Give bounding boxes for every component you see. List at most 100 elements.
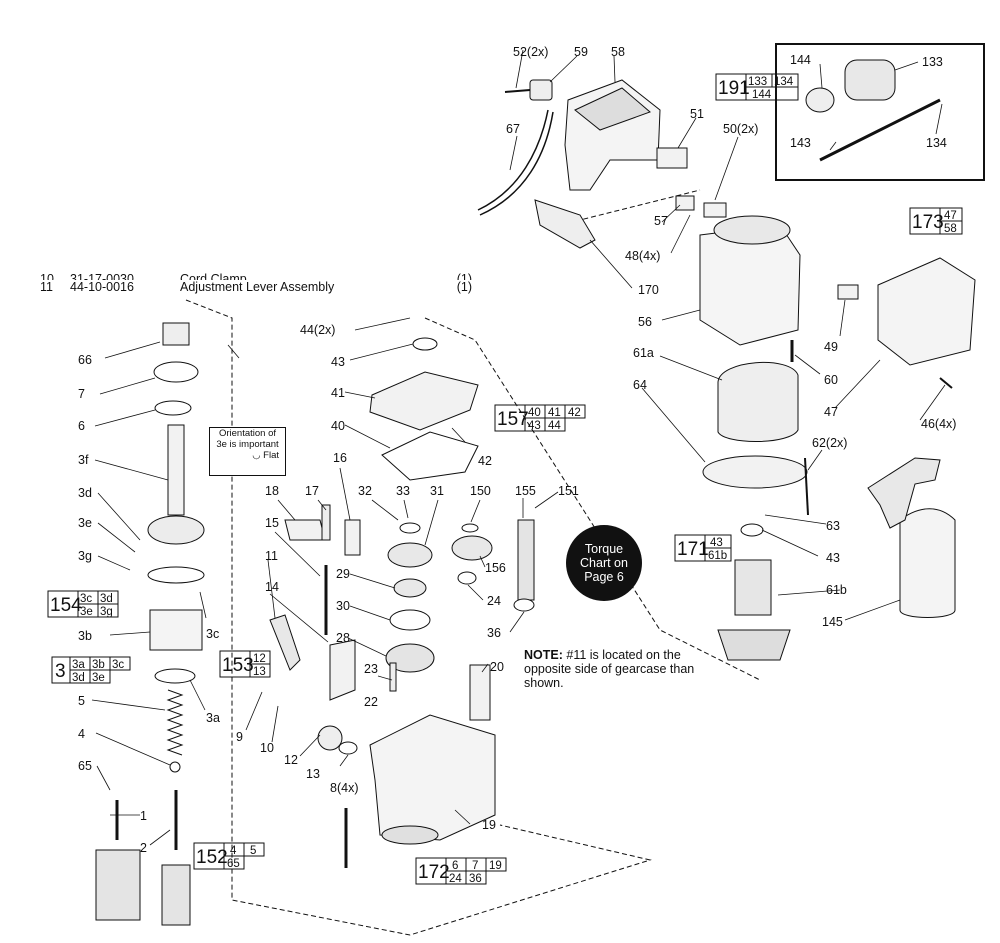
spring-part [389,662,397,692]
spindle-part [167,424,185,516]
screw-part [939,377,953,389]
callout-label: 6 [78,419,85,433]
callout-label: 66 [78,353,92,367]
kit-cell: 133 [748,76,767,88]
callout-label: 48(4x) [625,249,660,263]
callout-label: 4 [78,727,85,741]
callout-label: 22 [364,695,378,709]
brush-holder-part [703,202,727,218]
callout-label: 36 [487,626,501,640]
kit-number: 191 [718,78,750,99]
gear-case-part [369,714,496,841]
callout-label: 50(2x) [723,122,758,136]
kit-cell: 58 [944,223,957,235]
callout-label: 67 [506,122,520,136]
legend-quantity: (1) [456,272,472,280]
callout-label: 24 [487,594,501,608]
shaft-part [517,519,535,601]
kit-cell: 3b [92,659,105,671]
callout-label: 151 [558,484,579,498]
callout-label: 51 [690,107,704,121]
kit-number: 3 [55,661,66,682]
inset-frame [775,43,985,181]
assembly-note: NOTE: #11 is located on the opposite sid… [524,648,724,690]
legend-row-clipped: 10 31-17-0030 Cord Clamp (1) [40,272,480,280]
kit-cell: 3e [80,606,93,618]
callout-label: 11 [265,549,278,563]
assembly-dash-line [424,317,761,681]
kit-cell: 134 [774,76,794,88]
kit-cell: 43 [528,420,541,432]
bottle-part [899,508,956,618]
kit-number: 172 [418,862,450,883]
callout-label: 44(2x) [300,323,335,337]
spring-part [321,504,331,541]
ring-part [147,566,205,584]
callout-label: 13 [306,767,320,781]
spindle-collar [147,515,205,545]
orientation-line: Orientation of [218,428,277,439]
callout-label: 64 [633,378,647,392]
gear-part [385,643,435,673]
orientation-callout-box: Orientation of 3e is important ◡ Flat [209,427,286,476]
armature-fan [717,629,791,661]
callout-label: 134 [926,136,947,150]
ball-part [169,761,181,773]
callout-label: 46(4x) [921,417,956,431]
legend-item-number: 10 [40,272,54,280]
legend-description: Adjustment Lever Assembly [180,280,335,294]
torque-line: Page 6 [584,570,624,584]
callout-label: 41 [331,386,345,400]
cutter-part [95,849,141,921]
plate-part [329,639,356,701]
flat-indicator-icon: ◡ [252,450,261,461]
callout-label: 150 [470,484,491,498]
note-text: #11 is located on the opposite side of g… [524,648,695,690]
o-ring-part [338,741,358,755]
legend-part-number: 44-10-0016 [70,280,134,294]
brush-part [837,284,859,300]
kit-cell: 40 [528,407,541,419]
chuck-part [844,59,896,101]
knob-part [317,725,343,751]
callout-label: 3c [206,627,219,641]
callout-label: 60 [824,373,838,387]
kit-cell: 144 [752,89,772,101]
kit-cell: 65 [227,858,240,870]
kit-cell: 13 [253,666,266,678]
callout-label: 15 [265,516,279,530]
callout-label: 61a [633,346,654,360]
legend-item-number: 11 [40,280,53,294]
assembly-dash-line [185,299,652,936]
callout-label: 47 [824,405,838,419]
callout-label: 3d [78,486,92,500]
callout-label: 155 [515,484,536,498]
kit-cell: 36 [469,873,482,885]
kit-cell: 7 [472,860,478,872]
kit-cell: 24 [449,873,462,885]
callout-label: 1 [140,809,147,823]
callout-label: 49 [824,340,838,354]
callout-label: 144 [790,53,811,67]
leader-lines [91,49,946,846]
callout-label: 12 [284,753,298,767]
callout-label: 29 [336,567,350,581]
legend-row: 11 44-10-0016 Adjustment Lever Assembly … [40,280,480,295]
callout-label: 59 [574,45,588,59]
washer-part [399,522,421,534]
kit-number: 171 [677,539,709,560]
callout-label: 3f [78,453,89,467]
callout-label: 28 [336,631,350,645]
callout-label: 52(2x) [513,45,548,59]
kit-number: 157 [497,409,529,430]
bearing-part [457,571,477,585]
gear-case-bore [381,825,439,845]
adapter-part [805,87,835,113]
callout-label: 133 [922,55,943,69]
screw-part [504,89,531,93]
screw-part [804,457,809,516]
field-part [717,361,799,442]
bearing-part [389,609,431,631]
callout-label: 40 [331,419,345,433]
